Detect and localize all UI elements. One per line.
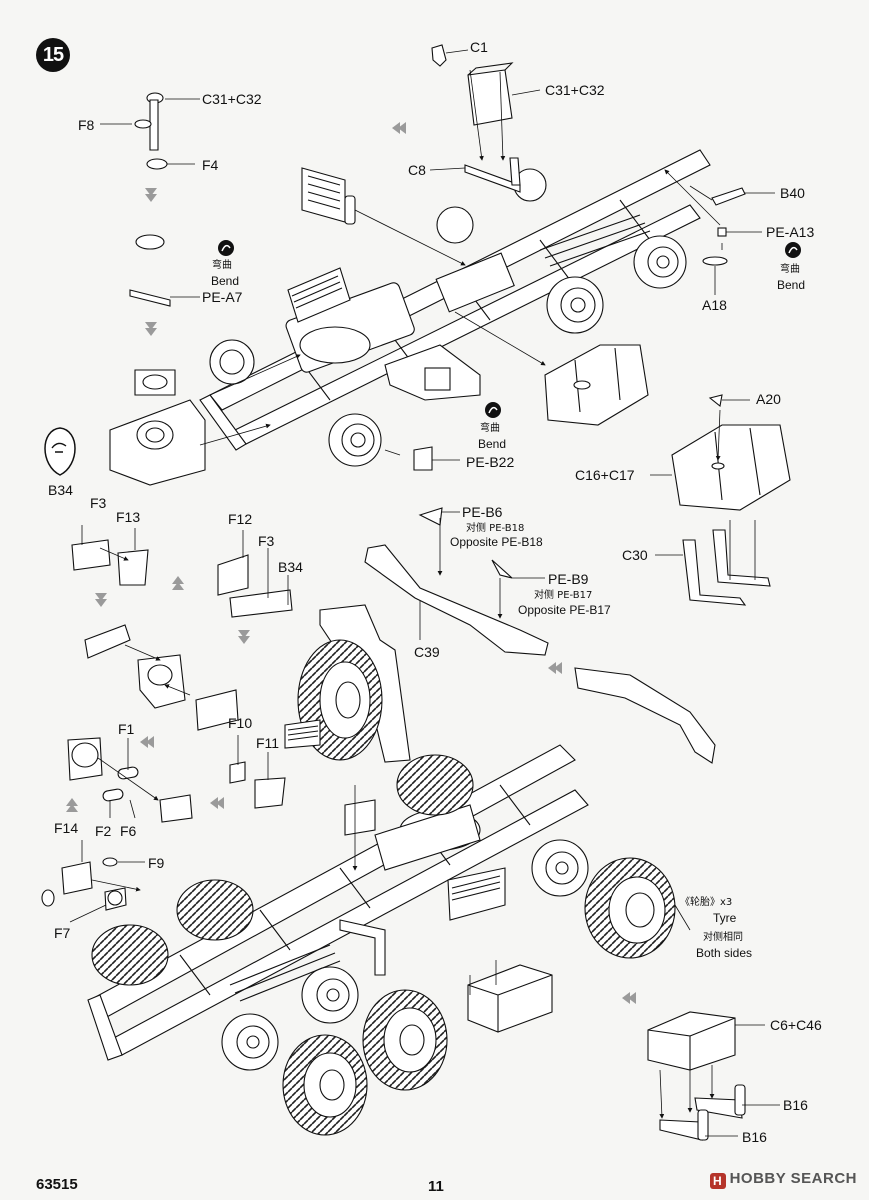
callout-f12: F12 (228, 511, 252, 527)
note-both-sides-en: Both sides (696, 946, 752, 960)
note-bend-en-3: Bend (478, 437, 506, 451)
note-opposite-b18-en: Opposite PE-B18 (450, 535, 543, 549)
page-number: 11 (428, 1178, 444, 1195)
note-bend-cn-2: 弯曲 (780, 262, 800, 275)
callout-c6-c46: C6+C46 (770, 1017, 822, 1033)
callout-f11: F11 (256, 735, 279, 751)
kit-number: 63515 (36, 1176, 78, 1193)
part-callouts: C1 C31+C32 C31+C32 C8 F8 F4 B40 PE-A13 A… (48, 39, 822, 1145)
leader-lines (69, 49, 780, 1137)
callout-c30: C30 (622, 547, 648, 563)
callout-a18: A18 (702, 297, 727, 313)
callout-f13: F13 (116, 509, 140, 525)
step-number-badge: 15 (36, 38, 70, 72)
callout-f14: F14 (54, 820, 78, 836)
callout-pe-b6: PE-B6 (462, 504, 503, 520)
callout-f7: F7 (54, 925, 71, 941)
callout-c31-c32-top: C31+C32 (545, 82, 605, 98)
watermark-text: HOBBY SEARCH (729, 1170, 857, 1187)
callout-c39: C39 (414, 644, 440, 660)
top-small-parts (129, 44, 791, 606)
callout-b34-marker: B34 (48, 482, 73, 498)
callout-f3-right: F3 (258, 533, 275, 549)
callout-f10: F10 (228, 715, 252, 731)
callout-c31-c32-left: C31+C32 (202, 91, 262, 107)
note-bend-cn-1: 弯曲 (212, 258, 232, 271)
callout-f2: F2 (95, 823, 112, 839)
note-opposite-b18-cn: 对侧 PE-B18 (466, 521, 524, 534)
note-bend-en-1: Bend (211, 274, 239, 288)
callout-f1: F1 (118, 721, 135, 737)
callout-c8: C8 (408, 162, 426, 178)
upper-chassis-drawing (109, 149, 711, 486)
callout-b16-upper: B16 (783, 1097, 808, 1113)
lower-chassis-drawing (87, 744, 746, 1141)
flow-arrows (66, 122, 636, 1004)
callout-b34: B34 (278, 559, 303, 575)
callout-f4: F4 (202, 157, 219, 173)
b34-marker-icon (44, 427, 76, 476)
hobby-search-logo-icon: H (709, 1173, 726, 1189)
note-opposite-b17-en: Opposite PE-B17 (518, 603, 611, 617)
callout-pe-a13: PE-A13 (766, 224, 814, 240)
callout-b16-lower: B16 (742, 1129, 767, 1145)
note-bend-cn-3: 弯曲 (480, 421, 500, 434)
spare-wheel-carrier (284, 604, 411, 763)
callout-f8: F8 (78, 117, 95, 133)
callout-pe-a7: PE-A7 (202, 289, 243, 305)
callout-c1: C1 (470, 39, 488, 55)
callout-f6: F6 (120, 823, 137, 839)
instruction-notes: 弯曲 Bend 弯曲 Bend 弯曲 Bend 对侧 PE-B18 Opposi… (211, 258, 805, 960)
note-tyre-en: Tyre (713, 911, 737, 925)
bend-icon (218, 240, 801, 418)
note-bend-en-2: Bend (777, 278, 805, 292)
note-both-sides-cn: 对侧相同 (703, 930, 743, 943)
callout-pe-b22: PE-B22 (466, 454, 514, 470)
callout-c16-c17: C16+C17 (575, 467, 635, 483)
callout-a20: A20 (756, 391, 781, 407)
note-tyre-cn: 《轮胎》x3 (680, 895, 732, 908)
callout-f3-left: F3 (90, 495, 107, 511)
note-opposite-b17-cn: 对侧 PE-B17 (534, 588, 592, 601)
middle-subassemblies (41, 507, 716, 911)
callout-pe-b9: PE-B9 (548, 571, 589, 587)
callout-f9: F9 (148, 855, 165, 871)
callout-b40: B40 (780, 185, 805, 201)
